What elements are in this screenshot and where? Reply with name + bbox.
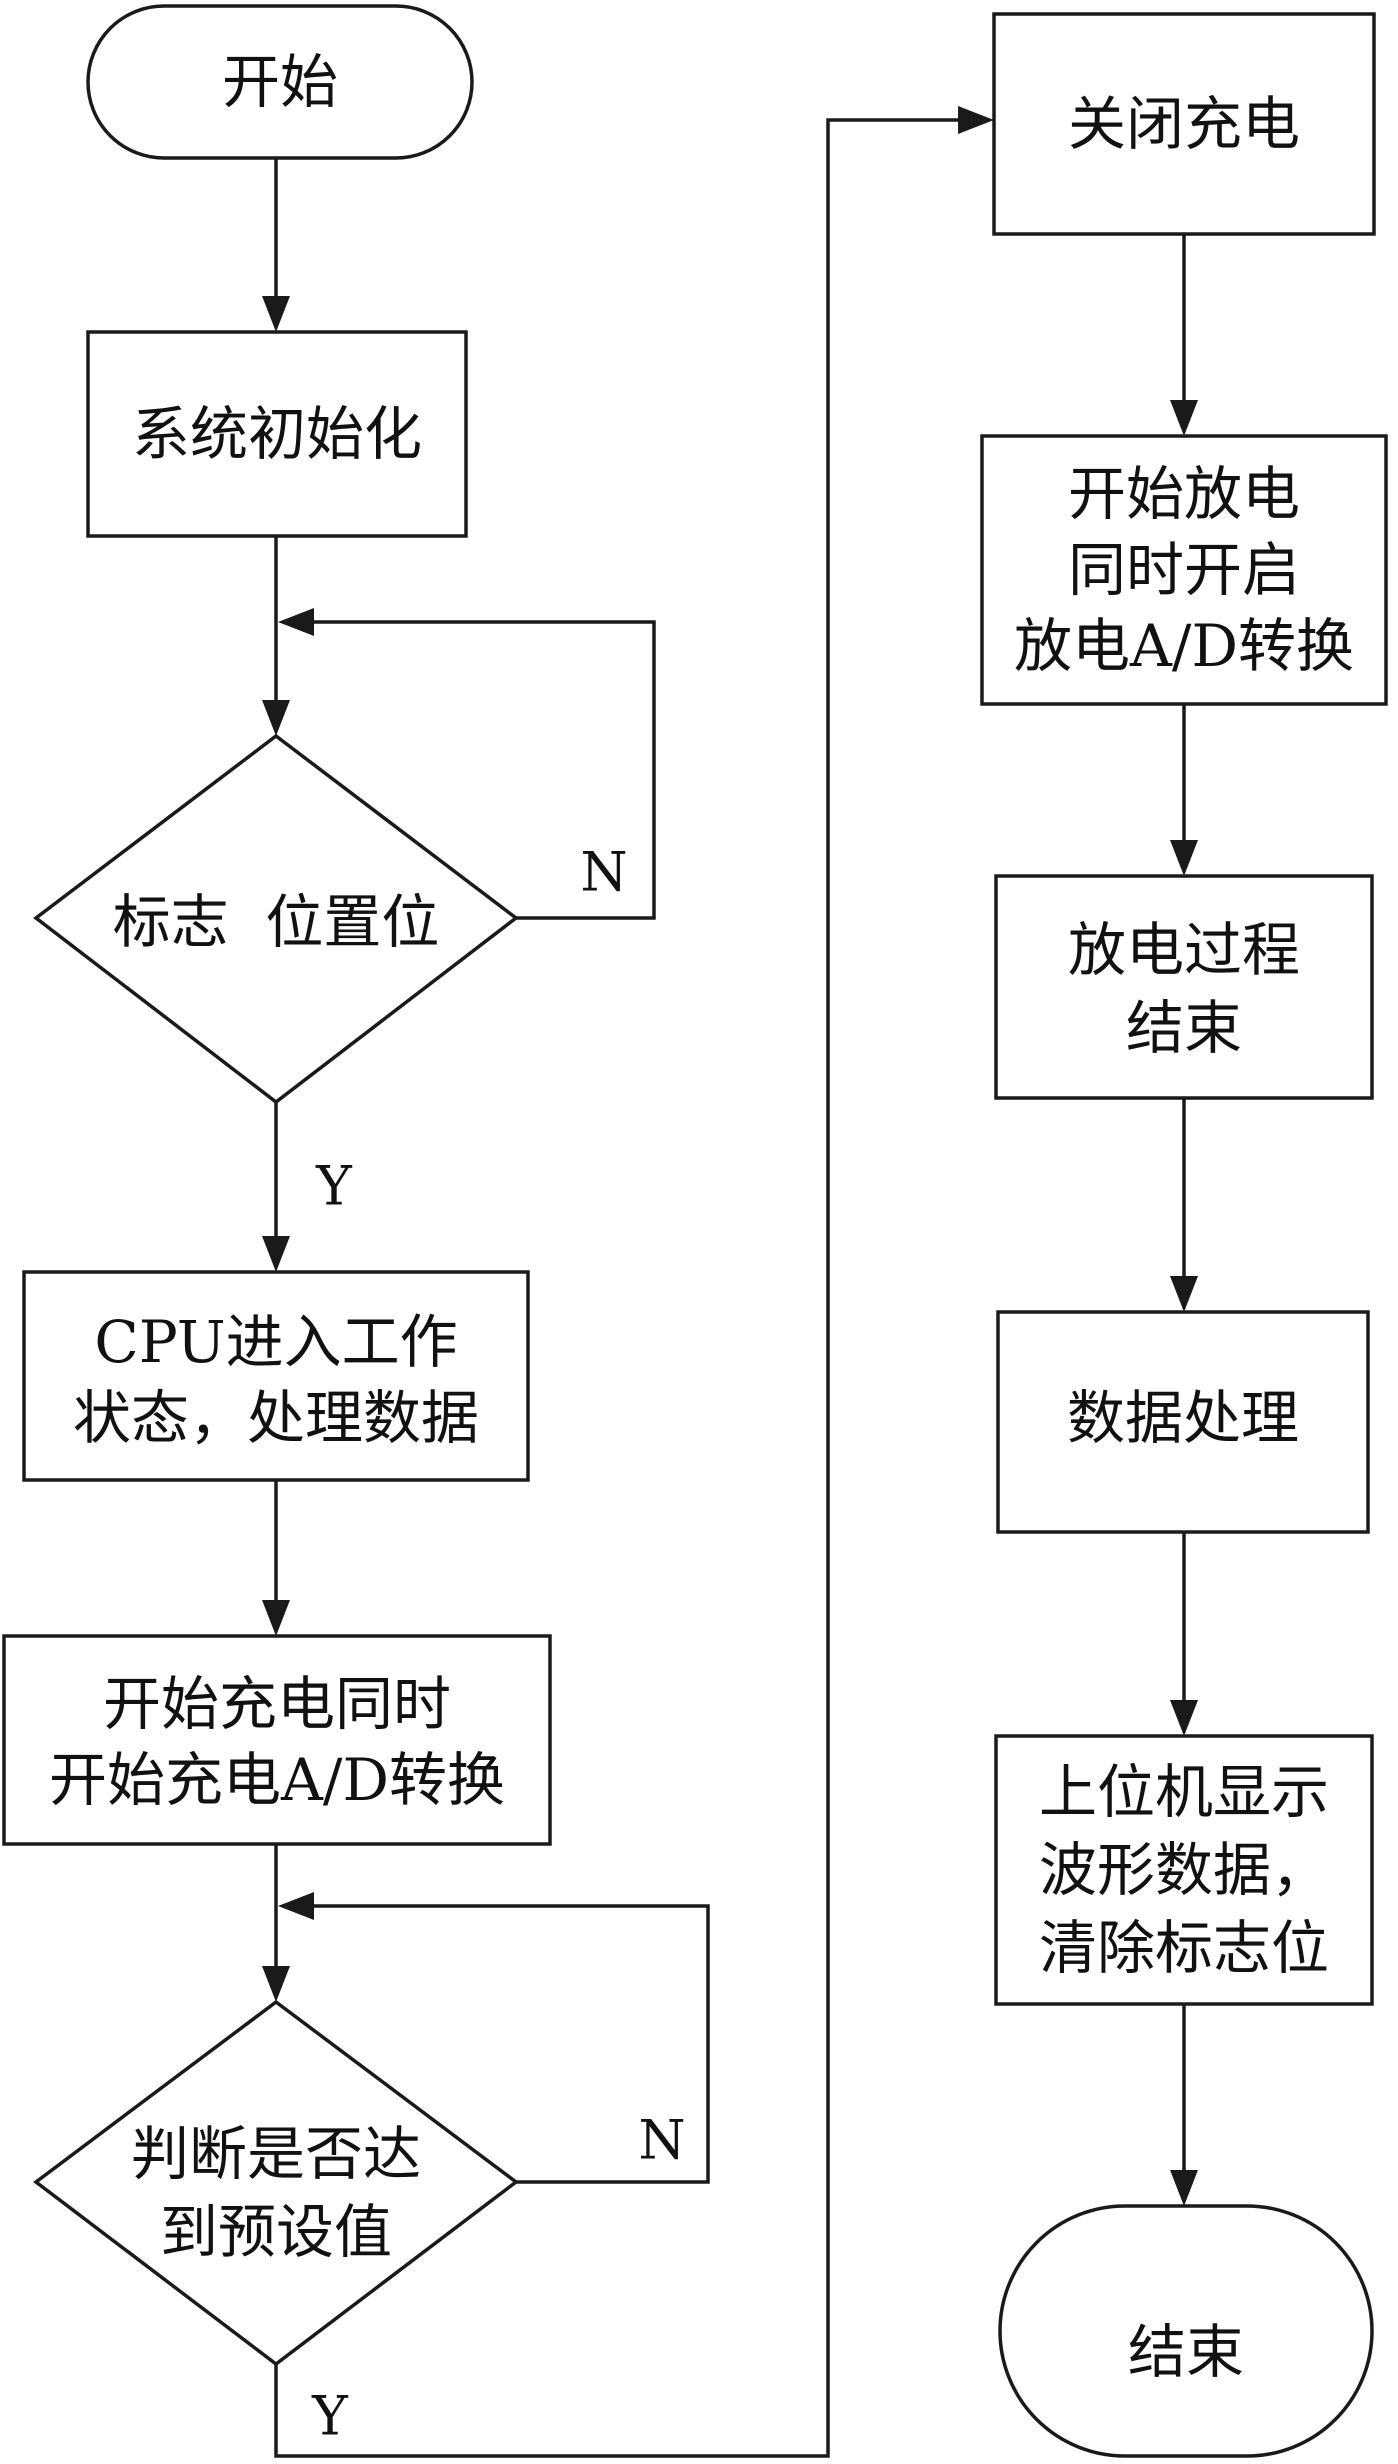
stop-charge-label: 关闭充电 [1068, 90, 1300, 158]
start-discharge-line-2: 同时开启 [1068, 536, 1300, 604]
arrowhead-stop-charge [958, 106, 994, 134]
discharge-end-line-1: 放电过程 [1068, 916, 1300, 984]
end-node: 结束 [998, 2204, 1374, 2458]
discharge-end-line-2: 结束 [1126, 994, 1242, 1062]
edge-preset-check-no-loop [312, 1904, 710, 2184]
stop-charge-node: 关闭充电 [992, 12, 1376, 236]
start-discharge-node: 开始放电 同时开启 放电A/D转换 [980, 434, 1388, 706]
cpu-process-node: CPU进入工作 状态，处理数据 [22, 1270, 530, 1482]
arrowhead-end [1170, 2170, 1198, 2206]
edge-flag-check-no-loop [312, 620, 656, 920]
arrowhead-data-process [1170, 1276, 1198, 1312]
start-charge-node: 开始充电同时 开始充电A/D转换 [2, 1634, 552, 1846]
host-display-line-3: 清除标志位 [1039, 1914, 1329, 1982]
start-discharge-line-3: 放电A/D转换 [1014, 612, 1354, 680]
arrowhead-flag-loop [278, 608, 314, 636]
preset-check-line-1: 判断是否达 [131, 2120, 421, 2188]
cpu-process-line-1: CPU进入工作 [94, 1308, 457, 1376]
arrowhead-preset-loop [278, 1892, 314, 1920]
flag-check-label: 标志 位置位 [113, 888, 440, 956]
start-charge-line-1: 开始充电同时 [103, 1670, 451, 1738]
discharge-end-node: 放电过程 结束 [994, 874, 1374, 1100]
arrowhead-init [262, 296, 290, 332]
arrowhead-flag-check [262, 700, 290, 736]
arrowhead-cpu-process [262, 1236, 290, 1272]
init-node: 系统初始化 [86, 330, 468, 538]
arrowhead-start-discharge [1170, 400, 1198, 436]
host-display-line-1: 上位机显示 [1039, 1758, 1329, 1826]
preset-check-no-label: N [638, 2109, 685, 2172]
arrowhead-discharge-end [1170, 840, 1198, 876]
arrowhead-host-display [1170, 1700, 1198, 1736]
start-discharge-line-1: 开始放电 [1068, 460, 1300, 528]
flag-check-yes-label: Y [315, 1155, 353, 1218]
data-process-label: 数据处理 [1067, 1384, 1299, 1452]
flag-check-decision: 标志 位置位 [33, 733, 519, 1105]
data-process-node: 数据处理 [996, 1310, 1370, 1534]
arrowhead-start-charge [262, 1600, 290, 1636]
start-charge-line-2: 开始充电A/D转换 [49, 1746, 505, 1814]
init-label: 系统初始化 [132, 400, 422, 468]
cpu-process-line-2: 状态，处理数据 [73, 1384, 479, 1452]
start-label: 开始 [222, 48, 338, 116]
preset-check-yes-label: Y [311, 2385, 349, 2448]
start-node: 开始 [86, 4, 474, 160]
arrowhead-preset-check [262, 1966, 290, 2002]
preset-check-decision: 判断是否达 到预设值 [33, 1999, 519, 2367]
preset-check-line-2: 到预设值 [160, 2198, 392, 2266]
flag-check-no-label: N [580, 841, 627, 904]
end-label: 结束 [1128, 2318, 1244, 2386]
edge-preset-check-yes [274, 118, 958, 2458]
host-display-node: 上位机显示 波形数据， 清除标志位 [994, 1734, 1374, 2006]
host-display-line-2: 波形数据， [1039, 1836, 1329, 1904]
